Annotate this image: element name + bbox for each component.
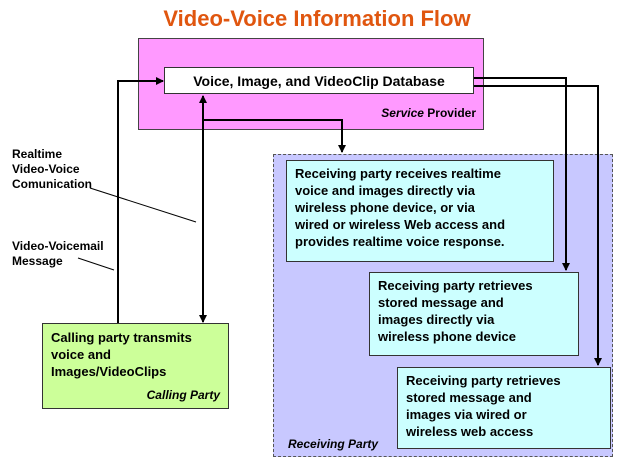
receiving-box-line: stored message and [378,295,504,310]
receiving-box-realtime: Receiving party receives realtime voice … [286,160,554,262]
calling-party-caption: Calling Party [146,388,220,402]
receiving-box-line: images directly via [378,312,495,327]
calling-party-box: Calling party transmits voice and Images… [42,323,229,409]
leader-voicemail [77,257,115,271]
receiving-box-line: voice and images directly via [295,183,475,198]
receiving-box-line: Receiving party receives realtime [295,166,501,181]
label-realtime-line: Video-Voice [12,162,80,176]
receiving-box-line: images via wired or [406,407,527,422]
calling-party-line: Calling party transmits [51,330,192,345]
label-realtime-line: Realtime [12,147,63,161]
arrow-to-receiving-web [474,85,602,366]
service-provider-caption-rest: Provider [423,106,476,120]
label-realtime: Realtime Video-Voice Comunication [12,147,132,192]
receiving-box-phone: Receiving party retrieves stored message… [369,272,579,356]
service-provider-caption-italic: Service [381,106,424,120]
receiving-box-line: stored message and [406,390,532,405]
calling-party-line: Images/VideoClips [51,364,167,379]
leader-realtime [89,187,197,223]
label-realtime-line: Comunication [12,177,92,191]
diagram-title: Video-Voice Information Flow [163,6,471,31]
arrow-calling-to-database [117,77,164,323]
receiving-box-web: Receiving party retrieves stored message… [397,367,611,449]
receiving-box-line: wired or wireless Web access and [295,217,506,232]
receiving-box-line: Receiving party retrieves [378,278,533,293]
arrow-to-receiving-phone [474,77,570,271]
arrow-to-receiving-realtime [203,119,346,153]
label-voicemail-line: Video-Voicemail [12,239,104,253]
receiving-box-line: provides realtime voice response. [295,234,505,249]
receiving-box-line: wireless web access [406,424,534,439]
receiving-party-caption: Receiving Party [288,437,379,451]
calling-party-line: voice and [51,347,111,362]
receiving-box-line: wireless phone device, or via [295,200,475,215]
receiving-box-line: Receiving party retrieves [406,373,561,388]
database-box: Voice, Image, and VideoClip Database [164,67,474,94]
service-provider-caption: Service Provider [381,106,476,120]
label-voicemail-line: Message [12,254,63,268]
label-voicemail: Video-Voicemail Message [12,239,132,269]
receiving-box-line: wireless phone device [378,329,517,344]
